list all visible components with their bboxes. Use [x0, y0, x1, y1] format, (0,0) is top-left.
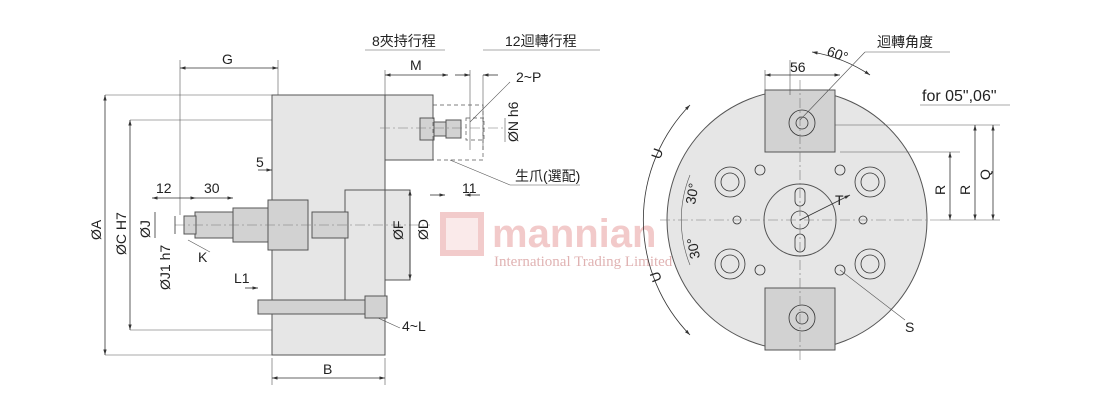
label-rotate-stroke: 12迴轉行程: [505, 33, 577, 49]
small-hole: [834, 264, 846, 276]
mount-hole: [720, 254, 740, 274]
label-f: ØF: [390, 221, 406, 240]
leader-line-k: [187, 239, 211, 253]
label-a: ØA: [88, 219, 104, 240]
mount-hole: [860, 172, 880, 192]
jaw-bolt-hole: [795, 116, 809, 130]
label-56: 56: [790, 59, 806, 75]
label-11: 11: [462, 180, 477, 196]
bolt: [257, 299, 379, 315]
watermark-subtitle: International Trading Limited: [494, 254, 673, 270]
body-inner-step: [344, 189, 386, 301]
label-s: S: [905, 319, 914, 335]
label-g: G: [222, 51, 233, 67]
dimension-arrow-t: [799, 194, 851, 221]
label-b: B: [323, 361, 332, 377]
label-d: ØD: [415, 219, 431, 240]
arc-dimension-30deg: [681, 174, 691, 266]
label-p: 2~P: [516, 69, 541, 85]
jaw-step: [419, 117, 435, 141]
label-30: 30: [204, 180, 220, 196]
label-c: ØC H7: [113, 212, 129, 255]
label-60deg: 60°: [825, 43, 850, 65]
label-30deg-2: 30°: [684, 237, 703, 261]
label-q: Q: [977, 169, 993, 180]
label-jaw-optional: 生爪(選配): [515, 168, 580, 184]
label-l: 4~L: [402, 318, 426, 334]
label-t: T: [835, 192, 844, 208]
leader-line-l: [377, 317, 401, 329]
label-r2: R: [957, 185, 973, 195]
label-rotate-angle: 迴轉角度: [877, 34, 933, 50]
mount-hole: [860, 254, 880, 274]
jaw-bolt-hole: [788, 109, 816, 137]
label-u-top: U: [648, 146, 666, 161]
label-12: 12: [156, 180, 172, 196]
jaw-screw: [445, 119, 462, 139]
label-u-bottom: U: [646, 269, 664, 284]
watermark-brand: mannian: [492, 212, 656, 256]
mount-hole: [854, 166, 886, 198]
mount-hole: [854, 248, 886, 280]
small-hole: [754, 264, 766, 276]
angle-arc-60: [811, 51, 871, 76]
mount-hole: [714, 248, 746, 280]
label-5: 5: [256, 154, 264, 170]
label-l1: L1: [234, 270, 250, 286]
leader-line-s: [839, 269, 906, 321]
label-for-size: for 05",06": [922, 88, 997, 105]
watermark-emblem-inner: [446, 218, 478, 250]
label-k: K: [198, 249, 208, 265]
label-m: M: [410, 57, 422, 73]
mount-hole: [720, 172, 740, 192]
label-clamp-stroke: 8夾持行程: [372, 33, 436, 49]
arc-dimension-u: [642, 104, 691, 336]
label-r1: R: [932, 185, 948, 195]
label-30deg-1: 30°: [682, 182, 701, 206]
small-hole: [834, 164, 846, 176]
watermark-logo: mannian International Trading Limited: [440, 212, 673, 270]
side-view: G M 8夾持行程 12迴轉行程 2~P ØN h6 生爪(選配) 11 5 1…: [88, 33, 600, 385]
jaw-bolt-hole: [795, 311, 809, 325]
label-j: ØJ: [137, 220, 153, 238]
leader-line-p: [469, 81, 511, 123]
mount-hole: [714, 166, 746, 198]
leader-line-jaw: [449, 159, 511, 186]
optional-jaw-outline: [465, 117, 485, 141]
front-view: 60° 迴轉角度 56 for 05",06" U U 30° 30° T R …: [642, 34, 1010, 360]
bolt-head: [364, 295, 388, 319]
leader-line-rotate-angle: [799, 51, 866, 121]
jaw-step: [433, 121, 447, 137]
label-n: ØN h6: [505, 101, 521, 142]
jaw-bolt-hole: [788, 304, 816, 332]
small-hole: [754, 164, 766, 176]
mount-holes: [714, 164, 886, 280]
label-j1: ØJ1 h7: [157, 245, 173, 290]
